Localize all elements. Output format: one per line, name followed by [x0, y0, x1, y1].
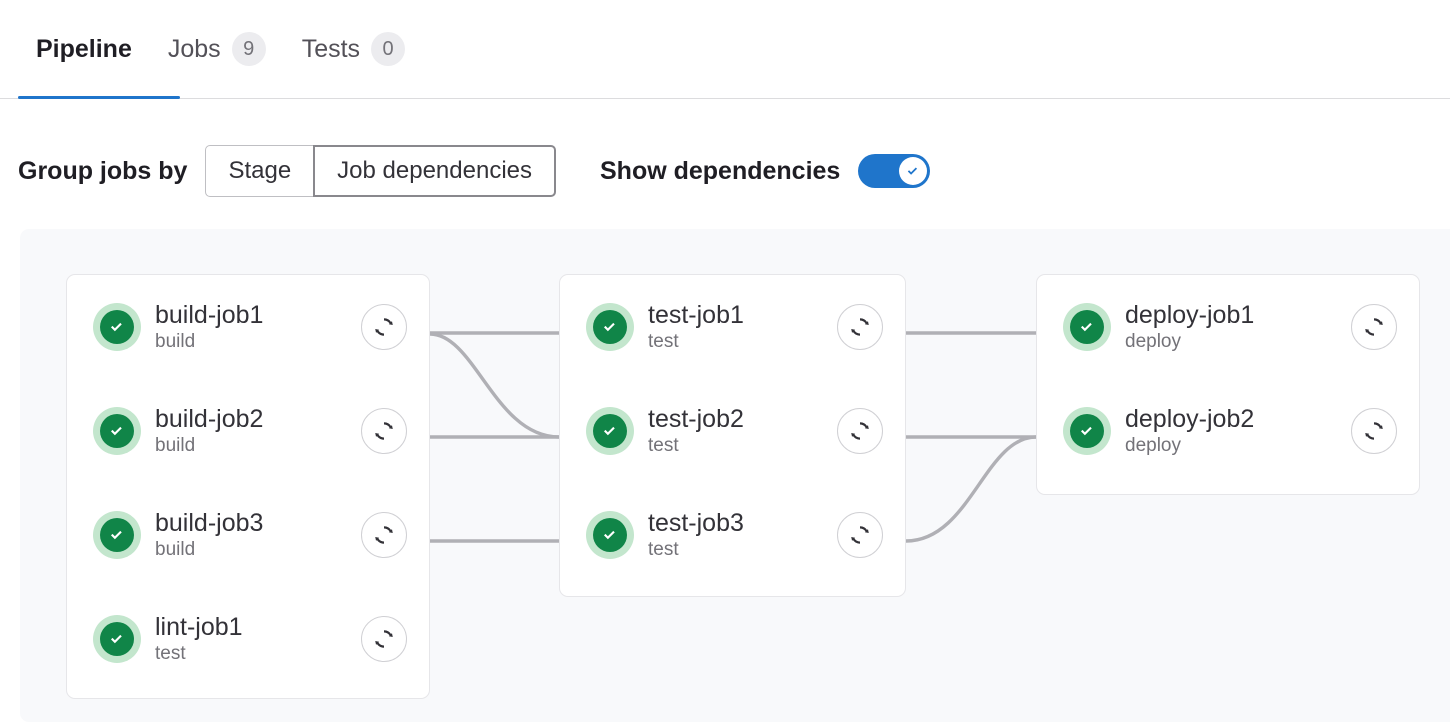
tab-pipeline-label: Pipeline	[36, 34, 132, 63]
job-build-job2[interactable]: build-job2 build	[67, 379, 429, 483]
check-icon	[111, 322, 122, 332]
group-by-segmented-control: Stage Job dependencies	[205, 145, 556, 197]
group-by-job-dependencies-button[interactable]: Job dependencies	[313, 145, 556, 197]
job-name: build-job1	[155, 301, 264, 329]
job-deploy-job2[interactable]: deploy-job2 deploy	[1037, 379, 1419, 483]
check-icon	[1081, 426, 1092, 436]
retry-button[interactable]	[361, 616, 407, 662]
job-name: test-job1	[648, 301, 744, 329]
status-success-icon	[586, 407, 634, 455]
job-build-job1[interactable]: build-job1 build	[67, 275, 429, 379]
tab-tests[interactable]: Tests 0	[284, 24, 423, 74]
tab-pipeline[interactable]: Pipeline	[18, 24, 150, 74]
link-test-job3-deploy-job2	[905, 435, 1037, 543]
job-text: build-job3 build	[155, 508, 361, 562]
job-text: test-job3 test	[648, 508, 837, 562]
tab-jobs[interactable]: Jobs 9	[150, 24, 284, 74]
check-icon	[604, 322, 615, 332]
graph-controls: Group jobs by Stage Job dependencies Sho…	[18, 145, 931, 197]
job-text: build-job2 build	[155, 404, 361, 458]
test-column: test-job1 test test-job2 test	[559, 274, 906, 597]
job-stage: deploy	[1125, 435, 1181, 456]
job-text: lint-job1 test	[155, 612, 361, 666]
job-text: test-job2 test	[648, 404, 837, 458]
job-stage: test	[648, 331, 679, 352]
job-text: test-job1 test	[648, 300, 837, 354]
job-stage: build	[155, 331, 196, 352]
check-icon	[111, 634, 122, 644]
job-test-job1[interactable]: test-job1 test	[560, 275, 905, 379]
job-name: deploy-job1	[1125, 301, 1255, 329]
job-test-job2[interactable]: test-job2 test	[560, 379, 905, 483]
check-icon	[111, 530, 122, 540]
pipeline-tab-bar: Pipeline Jobs 9 Tests 0	[0, 0, 1450, 99]
job-build-job3[interactable]: build-job3 build	[67, 483, 429, 587]
job-stage: build	[155, 539, 196, 560]
retry-button[interactable]	[361, 304, 407, 350]
retry-button[interactable]	[837, 512, 883, 558]
job-name: lint-job1	[155, 613, 243, 641]
tab-list: Pipeline Jobs 9 Tests 0	[18, 24, 423, 74]
job-name: deploy-job2	[1125, 405, 1255, 433]
retry-icon	[851, 318, 869, 336]
retry-icon	[375, 422, 393, 440]
job-text: deploy-job1 deploy	[1125, 300, 1351, 354]
job-stage: test	[648, 539, 679, 560]
tab-jobs-badge: 9	[231, 32, 266, 66]
retry-button[interactable]	[361, 408, 407, 454]
group-jobs-by-label: Group jobs by	[18, 156, 188, 185]
retry-icon	[375, 318, 393, 336]
status-success-icon	[93, 511, 141, 559]
tab-jobs-label: Jobs	[167, 34, 221, 63]
tab-tests-label: Tests	[301, 34, 361, 63]
job-stage: test	[648, 435, 679, 456]
check-icon	[908, 167, 918, 175]
retry-button[interactable]	[361, 512, 407, 558]
tab-tests-badge: 0	[371, 32, 406, 66]
retry-icon	[851, 526, 869, 544]
job-text: deploy-job2 deploy	[1125, 404, 1351, 458]
retry-icon	[1365, 318, 1383, 336]
retry-icon	[1365, 422, 1383, 440]
status-success-icon	[1063, 407, 1111, 455]
show-dependencies-label: Show dependencies	[600, 156, 841, 185]
retry-icon	[375, 630, 393, 648]
job-name: test-job3	[648, 509, 744, 537]
status-success-icon	[93, 303, 141, 351]
retry-icon	[851, 422, 869, 440]
status-success-icon	[586, 511, 634, 559]
pipeline-graph: build-job1 build build-job2 bu	[20, 229, 1450, 722]
status-success-icon	[1063, 303, 1111, 351]
retry-button[interactable]	[837, 408, 883, 454]
status-success-icon	[93, 407, 141, 455]
job-stage: test	[155, 643, 186, 664]
check-icon	[604, 530, 615, 540]
status-success-icon	[93, 615, 141, 663]
group-by-stage-button[interactable]: Stage	[205, 145, 315, 197]
active-tab-indicator	[18, 96, 180, 99]
job-deploy-job1[interactable]: deploy-job1 deploy	[1037, 275, 1419, 379]
retry-icon	[375, 526, 393, 544]
retry-button[interactable]	[1351, 408, 1397, 454]
retry-button[interactable]	[837, 304, 883, 350]
job-stage: deploy	[1125, 331, 1181, 352]
toggle-knob	[899, 157, 928, 185]
show-dependencies-toggle[interactable]	[858, 154, 931, 188]
status-success-icon	[586, 303, 634, 351]
check-icon	[111, 426, 122, 436]
job-stage: build	[155, 435, 196, 456]
job-test-job3[interactable]: test-job3 test	[560, 483, 905, 587]
retry-button[interactable]	[1351, 304, 1397, 350]
link-build-job1-test-job2	[429, 332, 560, 439]
check-icon	[604, 426, 615, 436]
job-name: build-job3	[155, 509, 264, 537]
job-lint-job1[interactable]: lint-job1 test	[67, 587, 429, 691]
job-text: build-job1 build	[155, 300, 361, 354]
deploy-column: deploy-job1 deploy deploy-job2	[1036, 274, 1420, 495]
job-name: build-job2	[155, 405, 264, 433]
build-column: build-job1 build build-job2 bu	[66, 274, 430, 699]
check-icon	[1081, 322, 1092, 332]
job-name: test-job2	[648, 405, 744, 433]
